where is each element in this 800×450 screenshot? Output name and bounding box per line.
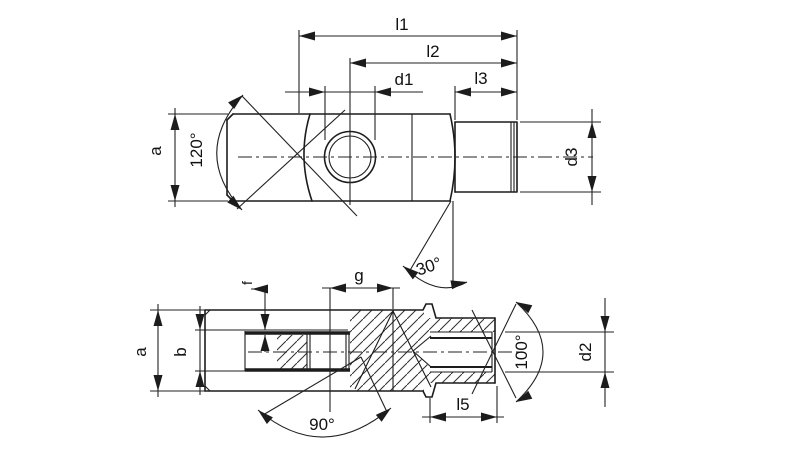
dim-l1: l1 <box>298 15 518 120</box>
slot-end-chamfer-lines <box>354 310 432 390</box>
left-end-chamfers <box>204 309 211 392</box>
outer-top-edge <box>204 303 496 319</box>
dim-d2: d2 <box>505 298 614 407</box>
bottom-view-outline <box>195 288 520 412</box>
dim-label-d1: d1 <box>395 70 414 89</box>
dim-angle-100: 100° <box>471 301 544 403</box>
dim-label-l5: l5 <box>456 395 469 414</box>
cross-hole-walls <box>306 333 350 369</box>
dim-angle-120: 120° <box>187 94 358 217</box>
dim-b: b <box>171 306 205 395</box>
dim-label-l1: l1 <box>395 15 408 34</box>
dim-label-90: 90° <box>309 415 335 434</box>
dim-l3: l3 <box>454 69 517 120</box>
dim-a-bottom: a <box>131 304 207 397</box>
dim-label-d2: d2 <box>576 343 595 362</box>
dim-g: g <box>322 266 400 309</box>
thread-crest-lines <box>430 331 492 373</box>
drill-cone-lines <box>412 335 432 368</box>
dim-d3: d3 <box>520 109 601 205</box>
dim-label-120: 120° <box>187 132 206 167</box>
dim-a-top: a <box>146 108 228 207</box>
dim-label-d3: d3 <box>562 148 581 167</box>
outer-bottom-edge <box>204 382 496 398</box>
dim-label-f: f <box>239 281 255 285</box>
dim-f: f <box>239 281 270 352</box>
dim-label-g: g <box>354 266 363 285</box>
bottom-view: a b f g 90° <box>131 266 614 438</box>
slot-bottom-arc <box>303 113 313 202</box>
top-view-outline <box>226 58 593 205</box>
dim-label-l3: l3 <box>474 69 487 88</box>
dim-label-100: 100° <box>512 334 531 369</box>
dim-label-l2: l2 <box>426 42 439 61</box>
dim-d1: d1 <box>285 70 423 140</box>
dim-label-a-top: a <box>146 146 165 156</box>
dim-l2: l2 <box>350 42 517 68</box>
top-view: l1 l2 d1 l3 a <box>146 15 601 290</box>
dim-l5: l5 <box>422 386 504 423</box>
thread-bore-lines <box>430 337 492 368</box>
dim-label-b: b <box>171 347 190 356</box>
dim-label-a-bottom: a <box>131 347 150 357</box>
dim-angle-30: 30° <box>402 200 468 290</box>
body-corner-chamfers <box>226 113 234 202</box>
dim-angle-90: 90° <box>257 356 392 438</box>
